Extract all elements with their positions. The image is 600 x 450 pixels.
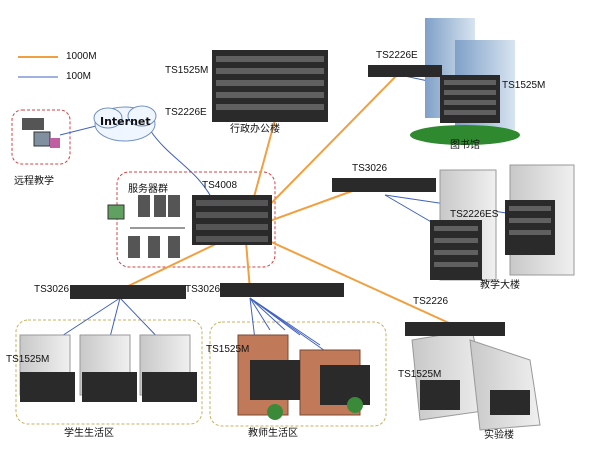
- core-switch-icon: [192, 195, 272, 245]
- teaching-ts2226es-label: TS2226ES: [450, 209, 499, 220]
- lab-switch-icon: [405, 322, 505, 336]
- core-switch-label: TS4008: [202, 180, 238, 191]
- student-ts3026-label: TS3026: [34, 284, 70, 295]
- student-area-buildings-icon: [19, 334, 197, 402]
- remote-group-box: [11, 109, 71, 165]
- library-switch-icon: [368, 65, 442, 77]
- teaching-switch-icon: [332, 178, 436, 192]
- student-area-label: 学生生活区: [64, 428, 114, 439]
- teaching-ts3026-label: TS3026: [352, 163, 388, 174]
- teaching-building-icon: [430, 164, 575, 281]
- student-ts1525m-label: TS1525M: [6, 354, 50, 365]
- lab-building-icon: [411, 329, 541, 431]
- admin-building-label: 行政办公楼: [230, 124, 280, 135]
- library-label: 图书馆: [450, 140, 480, 151]
- lab-ts2226-label: TS2226: [413, 296, 449, 307]
- teacher-group-box: [209, 321, 387, 427]
- teacher-ts1525m-label: TS1525M: [206, 344, 250, 355]
- student-switch-icon: [70, 285, 186, 299]
- teaching-building-label: 教学大楼: [480, 280, 520, 291]
- library-building-icon: [410, 18, 520, 145]
- server-group-label: 服务器群: [128, 184, 168, 195]
- internet-cloud: [93, 105, 157, 142]
- admin-ts1525m-label: TS1525M: [165, 65, 209, 76]
- lab-ts1525m-label: TS1525M: [398, 369, 442, 380]
- internet-label: Internet: [100, 115, 151, 128]
- lab-building-label: 实验楼: [484, 430, 514, 441]
- legend-gigabit-label: 1000M: [66, 51, 97, 62]
- legend-fast-label: 100M: [66, 71, 92, 82]
- student-group-box: [15, 319, 203, 425]
- teacher-area-label: 教师生活区: [248, 428, 298, 439]
- teacher-ts3026-label: TS3026: [185, 284, 221, 295]
- admin-ts2226e-label: TS2226E: [165, 107, 207, 118]
- admin-building-rack-icon: [212, 50, 328, 122]
- library-ts1525m-label: TS1525M: [502, 80, 546, 91]
- teacher-switch-icon: [220, 283, 344, 297]
- library-switch-label: TS2226E: [376, 50, 418, 61]
- remote-teaching-label: 远程教学: [14, 176, 54, 187]
- remote-teaching-equipment-icon: [22, 118, 60, 148]
- teacher-area-buildings-icon: [237, 334, 370, 420]
- server-group-icon: [107, 195, 185, 258]
